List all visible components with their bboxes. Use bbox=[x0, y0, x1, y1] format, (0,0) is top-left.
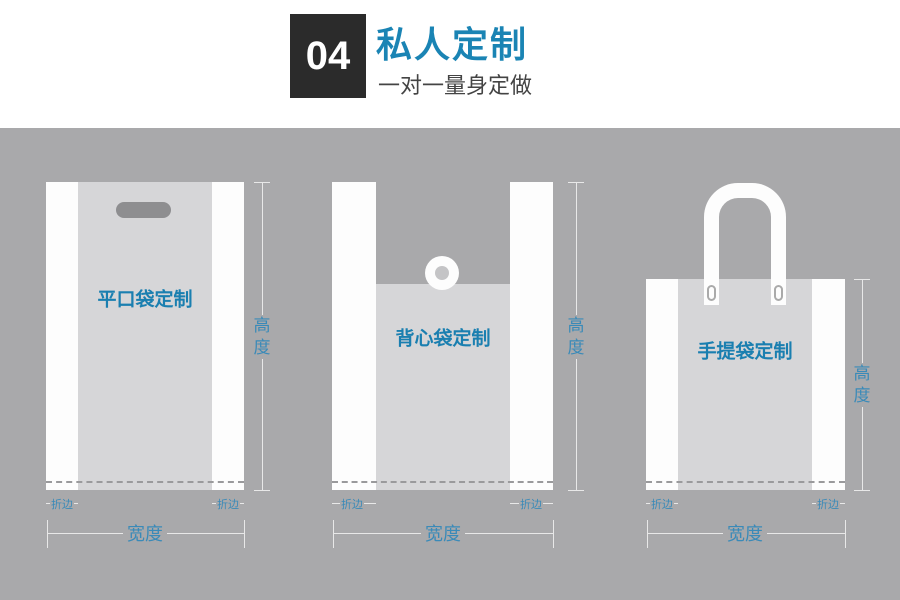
fold-label-left: 折边 bbox=[650, 496, 674, 512]
fold-label-right: 折边 bbox=[519, 496, 543, 512]
bag-side-right bbox=[510, 182, 553, 490]
height-label: 高度 bbox=[252, 315, 272, 359]
dim-tick bbox=[568, 182, 584, 183]
section-subtitle: 一对一量身定做 bbox=[378, 74, 533, 99]
bag-body bbox=[360, 284, 530, 490]
section-number: 04 bbox=[290, 14, 366, 98]
width-label: 宽度 bbox=[123, 520, 167, 546]
section-title: 私人定制 bbox=[376, 25, 529, 66]
dim-tick bbox=[854, 490, 870, 491]
fold-label-left: 折边 bbox=[50, 496, 74, 512]
dim-tick bbox=[568, 490, 584, 491]
dim-tick bbox=[845, 520, 846, 548]
fold-line bbox=[646, 481, 845, 483]
bag-label: 背心袋定制 bbox=[395, 327, 491, 350]
fold-line bbox=[46, 481, 244, 483]
rivet-left bbox=[707, 285, 716, 301]
height-label: 高度 bbox=[852, 363, 872, 407]
fold-label-left: 折边 bbox=[340, 496, 364, 512]
height-label: 高度 bbox=[566, 315, 586, 359]
bag-side-left bbox=[332, 182, 376, 490]
dim-tick bbox=[553, 520, 554, 548]
rivet-right bbox=[774, 285, 783, 301]
dim-tick bbox=[47, 520, 48, 548]
hang-hole bbox=[435, 266, 449, 280]
bag-label: 平口袋定制 bbox=[97, 288, 193, 311]
dim-tick bbox=[254, 490, 270, 491]
width-label: 宽度 bbox=[421, 520, 465, 546]
fold-line bbox=[332, 481, 553, 483]
bag-body bbox=[46, 182, 244, 490]
bag-side-right bbox=[812, 279, 845, 490]
dim-tick bbox=[244, 520, 245, 548]
dim-tick bbox=[254, 182, 270, 183]
width-label: 宽度 bbox=[723, 520, 767, 546]
dim-tick bbox=[333, 520, 334, 548]
dim-tick bbox=[647, 520, 648, 548]
fold-label-right: 折边 bbox=[816, 496, 840, 512]
handle-hole bbox=[116, 202, 171, 218]
bag-side-right bbox=[212, 182, 244, 490]
bag-side-left bbox=[646, 279, 678, 490]
bag-side-left bbox=[46, 182, 78, 490]
dim-tick bbox=[854, 279, 870, 280]
fold-label-right: 折边 bbox=[216, 496, 240, 512]
bag-body bbox=[646, 279, 845, 490]
bag-label: 手提袋定制 bbox=[697, 340, 793, 363]
